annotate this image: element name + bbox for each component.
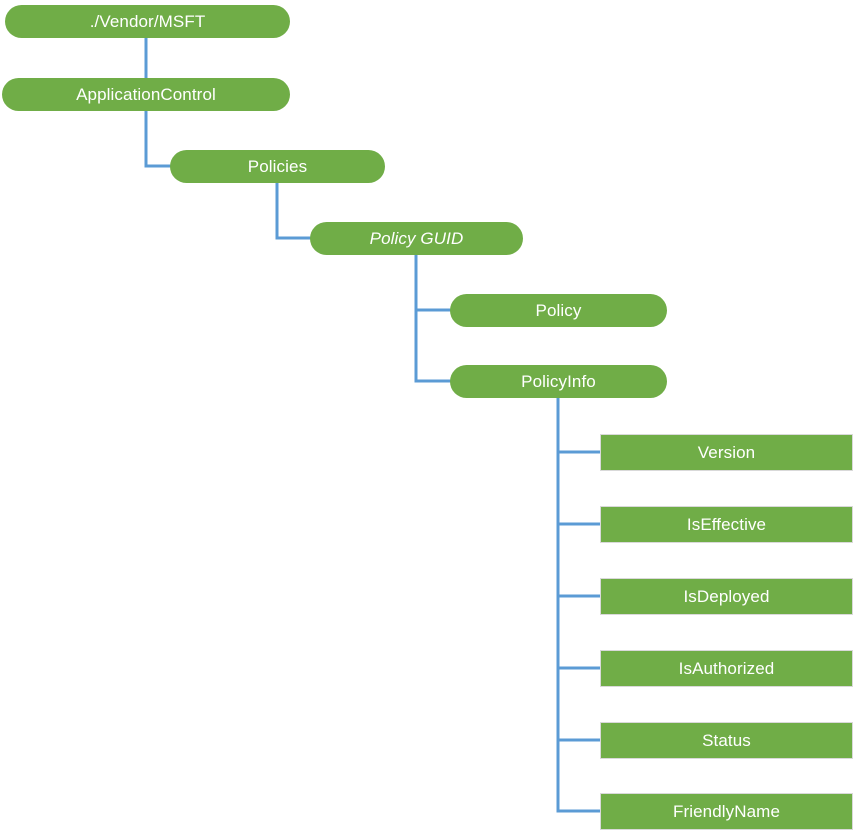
- node-vendor-msft[interactable]: ./Vendor/MSFT: [5, 5, 290, 38]
- connector-policies-to-policy-guid: [275, 183, 312, 240]
- connector-policy-guid-to-policy-info: [414, 255, 452, 383]
- node-is-authorized[interactable]: IsAuthorized: [600, 650, 853, 687]
- connector-policy-info-to-is-effective: [556, 398, 600, 526]
- node-label-is-effective: IsEffective: [686, 515, 767, 534]
- node-label-friendly-name: FriendlyName: [672, 802, 780, 821]
- node-label-is-deployed: IsDeployed: [683, 587, 770, 606]
- connector-policy-info-to-is-deployed: [556, 398, 600, 598]
- node-label-policies: Policies: [247, 157, 308, 176]
- node-label-status: Status: [702, 731, 751, 750]
- node-version[interactable]: Version: [600, 434, 853, 471]
- connector-application-control-to-policies: [144, 111, 172, 168]
- node-status[interactable]: Status: [600, 722, 853, 759]
- node-label-version: Version: [697, 443, 756, 462]
- node-policy-guid[interactable]: Policy GUID: [310, 222, 523, 255]
- node-is-effective[interactable]: IsEffective: [600, 506, 853, 543]
- connector-policy-guid-to-policy: [414, 255, 452, 312]
- connector-policy-info-to-status: [556, 398, 600, 742]
- node-label-vendor-msft: ./Vendor/MSFT: [89, 12, 206, 31]
- node-policy[interactable]: Policy: [450, 294, 667, 327]
- node-policies[interactable]: Policies: [170, 150, 385, 183]
- node-is-deployed[interactable]: IsDeployed: [600, 578, 853, 615]
- node-label-policy-guid: Policy GUID: [369, 229, 464, 248]
- node-label-policy: Policy: [535, 301, 582, 320]
- node-friendly-name[interactable]: FriendlyName: [600, 793, 853, 830]
- node-policy-info[interactable]: PolicyInfo: [450, 365, 667, 398]
- node-application-control[interactable]: ApplicationControl: [2, 78, 290, 111]
- node-label-policy-info: PolicyInfo: [521, 372, 596, 391]
- node-label-application-control: ApplicationControl: [76, 85, 216, 104]
- connector-policy-info-to-is-authorized: [556, 398, 600, 670]
- connector-policy-info-to-friendly-name: [556, 398, 600, 813]
- connector-policy-info-to-version: [556, 398, 600, 454]
- node-label-is-authorized: IsAuthorized: [678, 659, 775, 678]
